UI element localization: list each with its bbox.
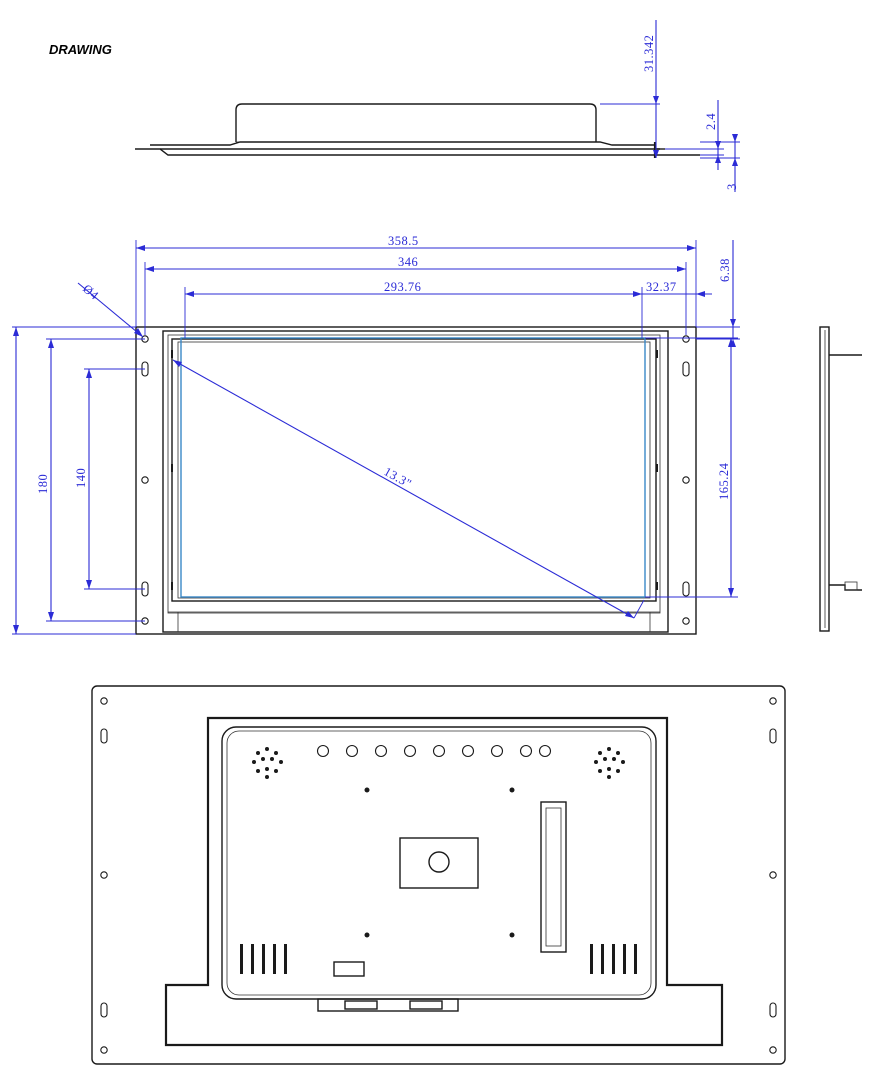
mount-hole bbox=[682, 617, 690, 625]
dim-flange-thickness: 2.4 bbox=[704, 113, 718, 130]
vent-left bbox=[240, 944, 287, 974]
mount-slot bbox=[682, 581, 690, 597]
center-mount-block bbox=[399, 837, 479, 889]
dim-edge-offset: 32.37 bbox=[646, 280, 677, 294]
front-flange bbox=[135, 326, 697, 635]
rear-housing-profile bbox=[235, 103, 597, 142]
dim-top-offset: 6.38 bbox=[718, 258, 732, 282]
bottom-connectors bbox=[317, 998, 459, 1012]
dim-diagonal: 13.3" bbox=[382, 464, 415, 491]
dim-total-depth: 31.342 bbox=[642, 35, 656, 72]
mount-slot bbox=[682, 361, 690, 377]
front-view: 358.5 346 293.76 32.37 6.38 165.24 bbox=[12, 234, 740, 635]
rear-view bbox=[91, 685, 786, 1065]
dim-hole-span-width: 346 bbox=[398, 255, 418, 269]
right-side-view bbox=[819, 326, 862, 632]
dim-overall-height: 180 bbox=[36, 474, 50, 494]
rear-housing bbox=[164, 716, 724, 1047]
rear-flange bbox=[91, 685, 786, 1065]
dim-bezel-thickness: 3 bbox=[725, 183, 739, 190]
top-profile-view: 31.342 2.4 3 bbox=[135, 20, 740, 192]
speaker-grille-left bbox=[252, 747, 283, 779]
mount-hole bbox=[682, 476, 690, 484]
vent-right bbox=[590, 944, 637, 974]
port bbox=[333, 961, 365, 977]
dim-active-area-width: 293.76 bbox=[384, 280, 421, 294]
active-display-area bbox=[180, 337, 646, 598]
mount-hole bbox=[682, 335, 690, 343]
dim-hole-span-height: 140 bbox=[74, 468, 88, 488]
dim-active-area-height: 165.24 bbox=[717, 462, 731, 500]
side-flange bbox=[819, 326, 830, 632]
dim-overall-width: 358.5 bbox=[388, 234, 419, 248]
drawing-heading: DRAWING bbox=[49, 42, 112, 57]
control-buttons bbox=[316, 744, 552, 758]
speaker-grille-right bbox=[594, 747, 625, 779]
vertical-slot bbox=[540, 801, 567, 953]
mount-hole bbox=[141, 476, 149, 484]
